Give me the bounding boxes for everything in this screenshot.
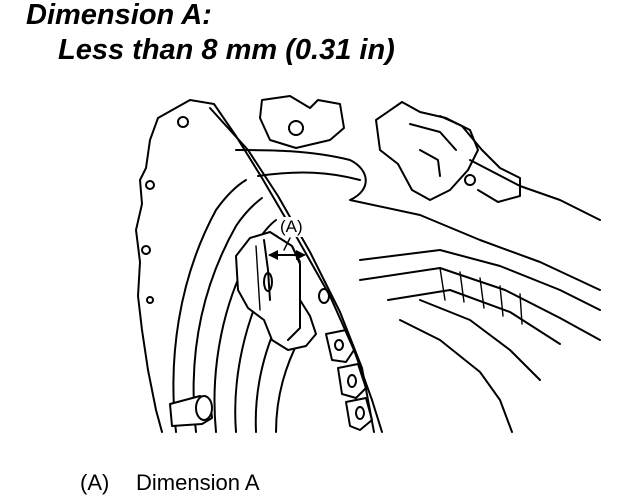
case-lower-edge-2: [419, 299, 541, 381]
right-flange-line: [469, 159, 601, 221]
dimension-a-callout: (A): [279, 217, 304, 237]
bracket-bolt-hole: [288, 120, 304, 136]
case-body-curve: [257, 171, 361, 181]
legend-key: (A): [80, 470, 110, 495]
housing-hole: [334, 339, 344, 351]
tab-shaft: [255, 245, 261, 311]
bracket-arm: [439, 115, 521, 203]
dimension-a-leader: [283, 237, 291, 251]
flange-bolt-hole: [145, 180, 155, 190]
measurement-tab: [235, 231, 317, 351]
bracket-bolt-hole: [464, 174, 476, 186]
upper-bracket-right: [375, 101, 479, 201]
transmission-housing-drawing: [135, 95, 601, 433]
diagram-subtitle: Less than 8 mm (0.31 in): [58, 34, 395, 66]
upper-bracket: [259, 95, 345, 149]
housing-pad: [337, 363, 367, 399]
case-lower-edge: [399, 319, 513, 433]
torque-converter-ring: [275, 337, 301, 433]
tab-slot: [263, 272, 273, 292]
dimension-a-arrowhead-right: [296, 250, 306, 260]
input-shaft-end: [195, 395, 213, 421]
dimension-a-arrowhead-left: [268, 250, 278, 260]
legend-text: Dimension A: [136, 470, 260, 495]
torque-converter-ring: [172, 179, 247, 433]
housing-hole: [318, 288, 330, 304]
torque-converter-ring: [192, 197, 263, 433]
flange-bolt-hole: [141, 245, 151, 255]
flange-bolt-hole: [146, 296, 154, 304]
diagram-title: Dimension A:: [26, 0, 212, 31]
legend: (A) Dimension A: [80, 470, 260, 496]
housing-hole: [355, 406, 365, 420]
housing-hole: [347, 374, 357, 388]
bracket-detail: [409, 123, 457, 177]
case-rib: [387, 289, 561, 345]
flange-bolt-hole: [177, 116, 189, 128]
case-rib: [359, 249, 601, 311]
housing-pad: [325, 329, 355, 363]
housing-left-edge: [135, 117, 163, 433]
housing-pad: [345, 397, 373, 431]
case-ribbed-grid: [439, 267, 523, 325]
case-rib: [359, 267, 601, 341]
case-body-top: [235, 149, 601, 291]
